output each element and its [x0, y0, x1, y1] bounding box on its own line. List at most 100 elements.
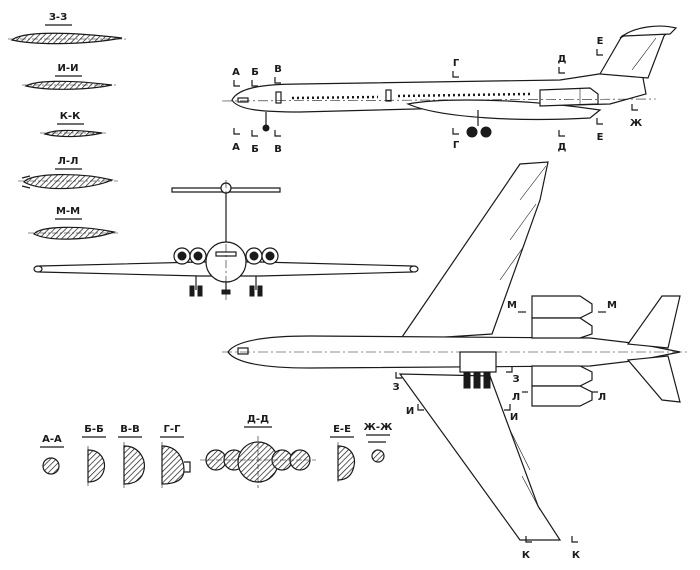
side-windows — [291, 92, 531, 100]
mark-bracket — [274, 130, 281, 137]
fuselage-section-a: А-А — [40, 434, 64, 475]
mark-label: Д — [558, 142, 567, 153]
mark-bracket — [233, 128, 240, 135]
flap-line — [509, 429, 531, 471]
top-cockpit — [237, 347, 249, 355]
fin-line — [631, 37, 657, 71]
side-cockpit-window — [237, 97, 249, 103]
top-mark-i: И И — [406, 404, 518, 423]
mark-bracket — [596, 118, 603, 125]
top-main-gear — [463, 371, 491, 389]
top-mark-k: К К — [522, 536, 581, 561]
top-wing-upper — [398, 161, 549, 341]
mark-bracket — [631, 104, 638, 111]
section-detail — [184, 461, 191, 473]
section-shape-g — [161, 445, 185, 485]
mark-label: М — [507, 300, 517, 311]
section-shape-v — [123, 445, 145, 485]
section-shape-e — [337, 445, 356, 481]
top-tailplane-lower — [626, 355, 681, 403]
side-main-wheel-1 — [466, 126, 478, 138]
mark-label: Л — [598, 392, 606, 403]
fuselage-section-v: В-В — [118, 424, 145, 488]
section-label: А-А — [42, 434, 62, 445]
mark-bracket — [251, 80, 258, 87]
section-label: В-В — [120, 424, 139, 435]
top-engine-upper-2 — [531, 317, 593, 339]
mark-bracket — [274, 77, 281, 84]
mark-label: Г — [453, 58, 460, 69]
mark-label: М — [607, 300, 617, 311]
side-tailplane — [619, 25, 678, 39]
top-engine-lower-2 — [531, 385, 593, 407]
mark-label: А — [232, 67, 240, 78]
mark-label: Г — [453, 140, 460, 151]
fuselage-section-e: Е-Е — [330, 424, 356, 484]
section-label: Б-Б — [84, 424, 103, 435]
section-shape-b — [87, 449, 106, 483]
mark-label: Л — [512, 392, 520, 403]
side-mark-b: Б Б — [251, 67, 259, 155]
fuselage-section-b: Б-Б — [82, 424, 106, 486]
section-label: Е-Е — [333, 424, 351, 435]
airfoil-profile-z — [10, 32, 123, 45]
profile-section-z: З-З — [8, 12, 128, 45]
mark-label: З — [512, 374, 519, 385]
profile-section-i: И-И — [22, 63, 118, 90]
mark-label: З — [392, 382, 399, 393]
mark-label: К — [522, 550, 531, 561]
flap-line — [521, 475, 541, 511]
engine-intake — [193, 251, 203, 261]
section-label: Д-Д — [247, 414, 269, 425]
side-centerline — [221, 98, 657, 102]
mark-label: Д — [558, 54, 567, 65]
fuselage-section-g: Г-Г — [160, 424, 191, 488]
profile-section-l: Л-Л — [18, 156, 118, 190]
profile-label-m: М-М — [56, 206, 80, 217]
mark-bracket — [596, 49, 603, 56]
side-mark-v: В В — [274, 64, 282, 155]
mark-bracket — [504, 404, 511, 411]
mark-label: Ж — [630, 118, 643, 129]
front-landing-gear — [189, 276, 263, 297]
mark-bracket — [571, 536, 578, 543]
front-wingtip-right — [409, 265, 419, 273]
side-door-mid — [385, 89, 392, 102]
mark-bracket — [233, 80, 240, 87]
top-engine-lower-1 — [531, 365, 593, 387]
mark-bracket — [251, 130, 258, 137]
section-shape-a — [42, 457, 60, 475]
airfoil-profile-k — [43, 129, 103, 138]
fuselage-section-zh: Ж-Ж — [364, 422, 393, 463]
mark-bracket — [525, 536, 532, 543]
top-wing-centre — [459, 351, 497, 373]
mark-label: К — [572, 550, 581, 561]
mark-bracket — [452, 71, 459, 78]
side-mark-zh: Ж — [630, 104, 643, 129]
side-mark-e: Е Е — [596, 36, 604, 143]
top-mark-m: М М — [507, 300, 617, 313]
fuselage-sections: А-А Б-Б В-В Г-Г Д-Д — [40, 414, 393, 488]
side-tail-fin — [599, 29, 672, 79]
side-mark-a: А А — [232, 67, 240, 153]
side-view: А А Б Б В В Г Г Д Д — [221, 25, 678, 155]
flap-line — [509, 203, 537, 241]
mark-bracket — [558, 67, 565, 74]
mark-label: Е — [597, 36, 604, 47]
top-tailplane-upper — [626, 295, 681, 349]
profile-label-z: З-З — [49, 12, 67, 23]
section-shape-zh — [371, 449, 385, 463]
side-door-front — [275, 91, 282, 104]
top-mark-l: Л Л — [512, 391, 606, 403]
top-view: М М З З И И Л Л К К — [222, 161, 690, 561]
mark-bracket — [417, 404, 424, 411]
profile-label-k: К-К — [60, 111, 81, 122]
mark-label: Е — [597, 132, 604, 143]
side-nose-wheel — [262, 124, 270, 132]
section-label: Ж-Ж — [364, 422, 393, 433]
profile-section-k: К-К — [40, 111, 108, 138]
engine-intake — [177, 251, 187, 261]
mark-label: В — [274, 64, 282, 75]
